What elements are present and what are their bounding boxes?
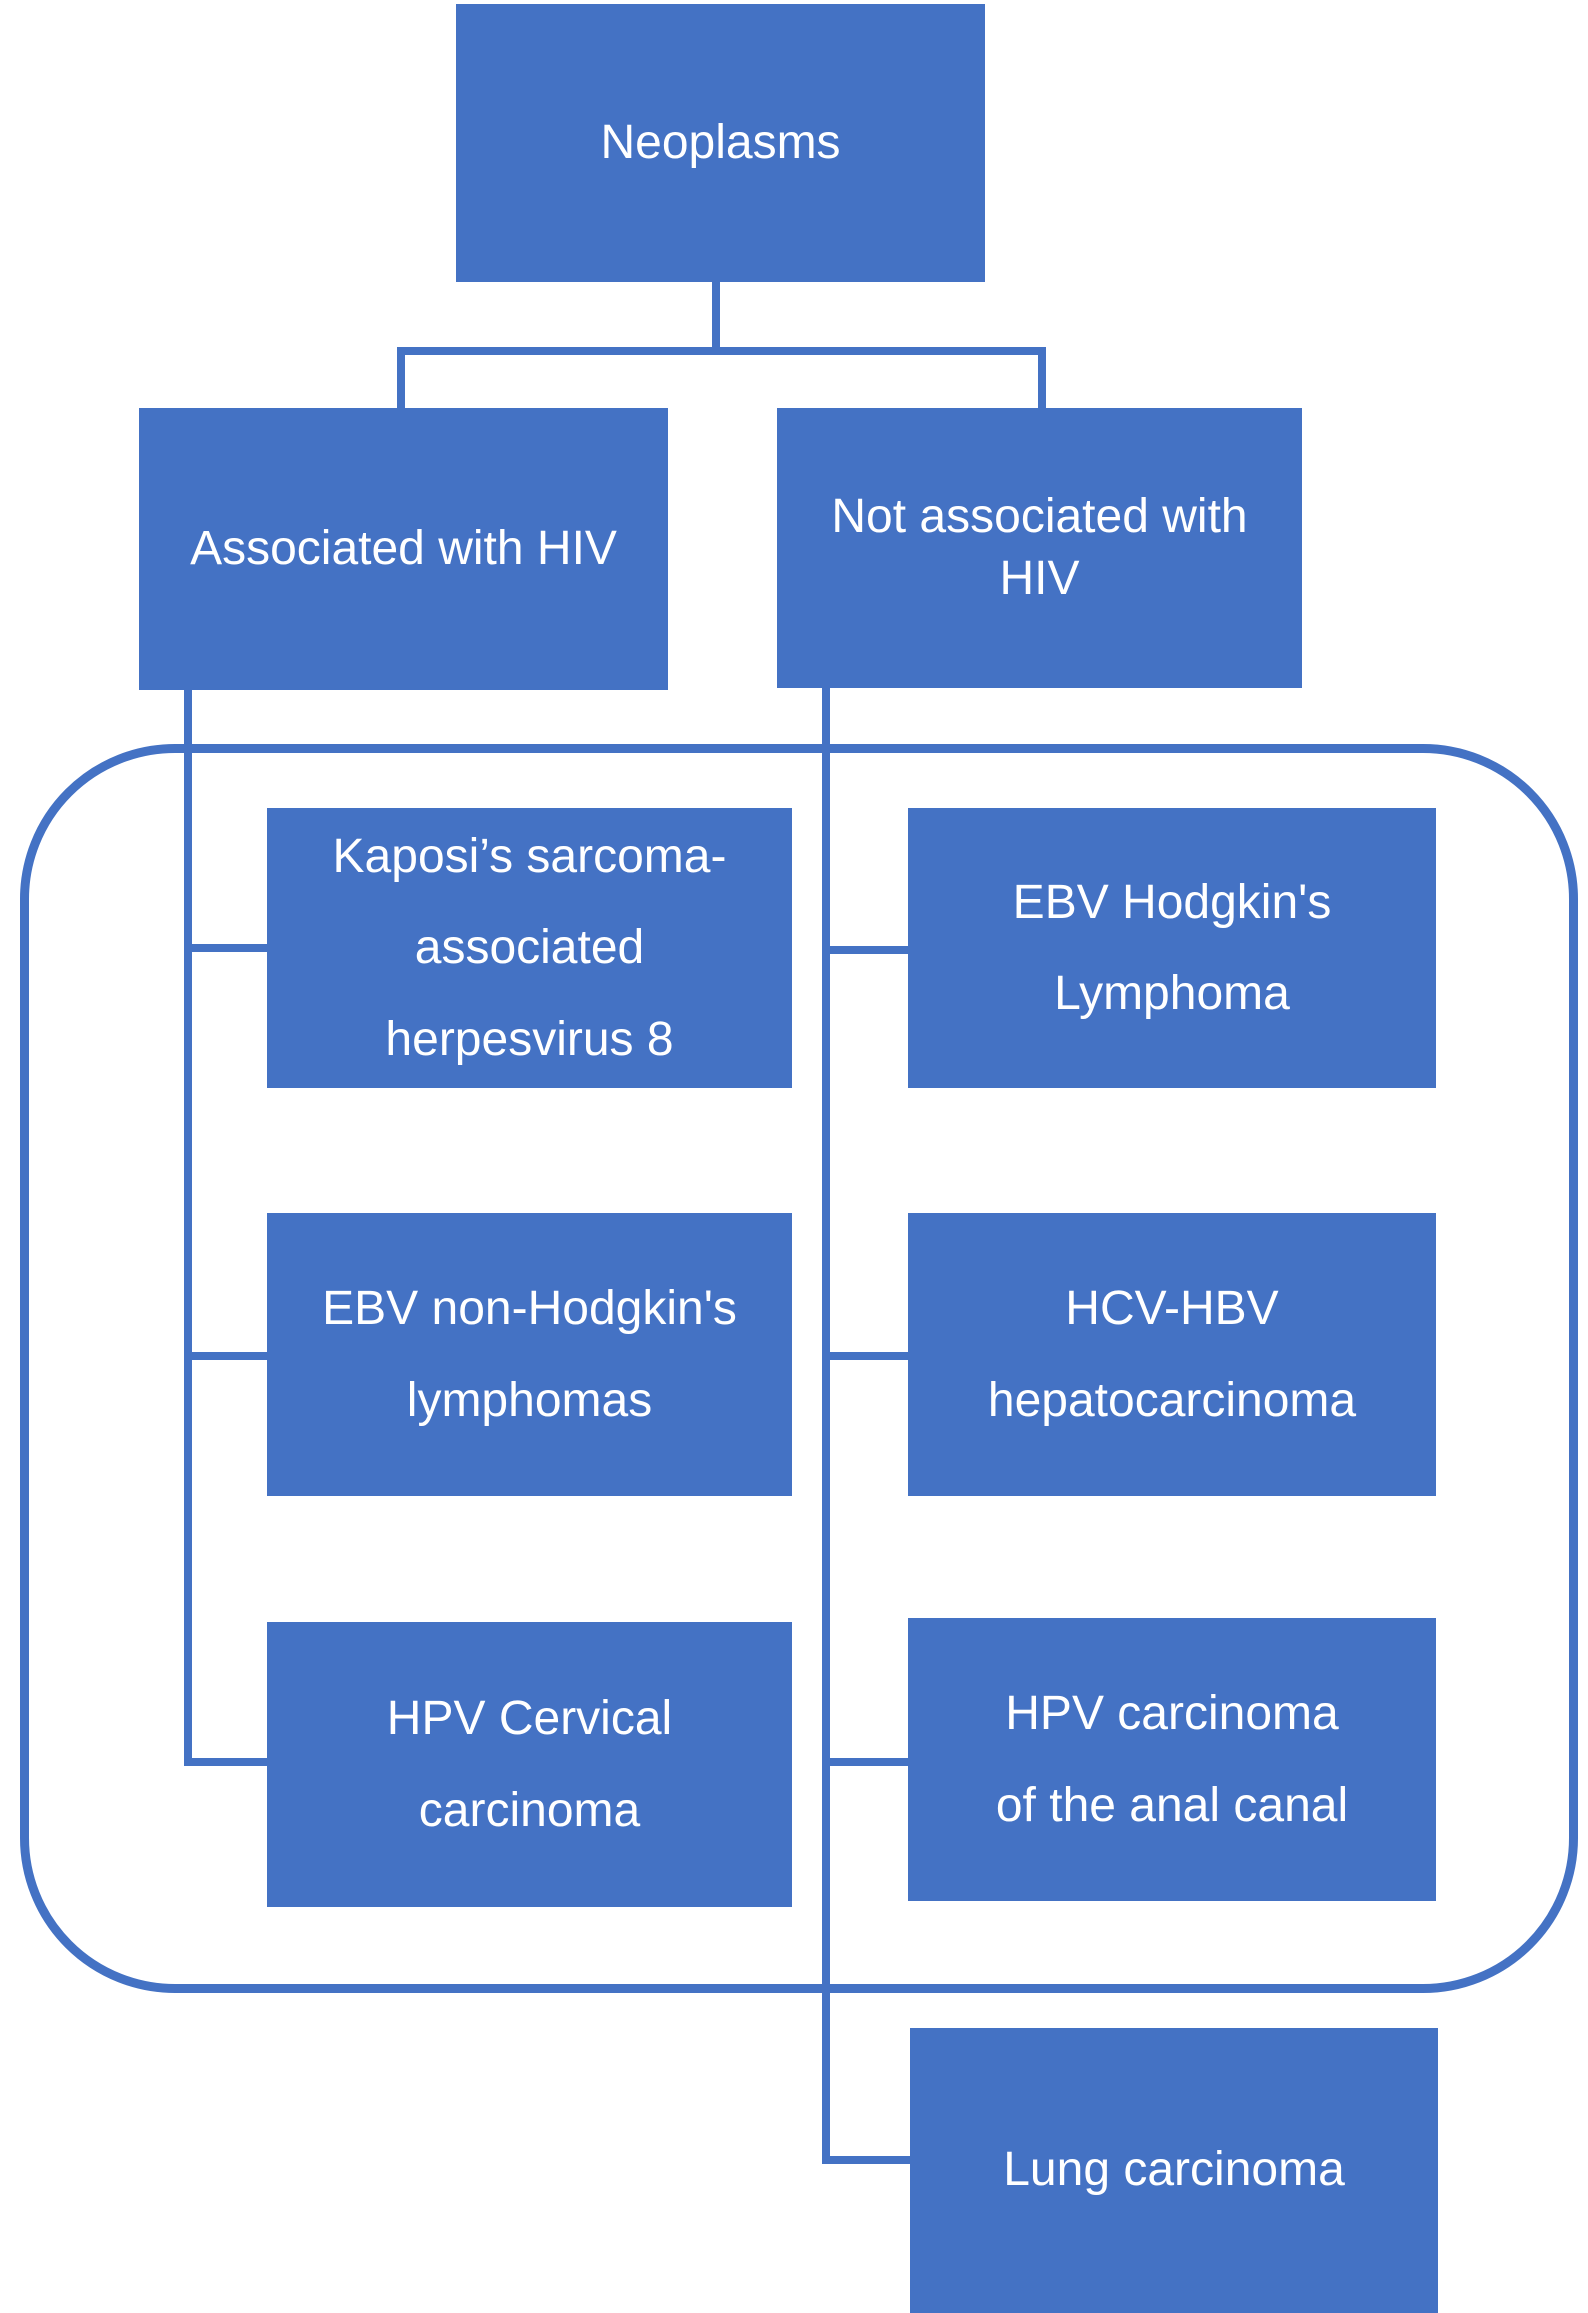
node-lung-carcinoma: Lung carcinoma	[910, 2028, 1438, 2313]
node-kaposi-sarcoma-herpesvirus: Kaposi’s sarcoma- associated herpesvirus…	[267, 808, 792, 1088]
connector-right-stub-ebv-hodgkin	[822, 946, 908, 954]
node-hcv-hbv-hepatocarcinoma: HCV-HBV hepatocarcinoma	[908, 1213, 1436, 1496]
node-not-associated-with-hiv-label: Not associated with HIV	[831, 489, 1248, 605]
connector-right-branch-drop	[1038, 347, 1046, 410]
node-ebv-non-hodgkins-lymphomas-label: EBV non-Hodgkin's lymphomas	[322, 1282, 737, 1427]
node-neoplasms-label: Neoplasms	[600, 115, 841, 169]
connector-right-stub-lung	[822, 2156, 910, 2164]
connector-left-stub-ebv-non-hodgkin	[184, 1352, 267, 1360]
node-associated-with-hiv-label: Associated with HIV	[190, 521, 617, 575]
node-lung-carcinoma-label: Lung carcinoma	[1003, 2143, 1345, 2197]
node-hcv-hbv-hepatocarcinoma-label: HCV-HBV hepatocarcinoma	[987, 1282, 1357, 1427]
connector-branch-horizontal	[397, 347, 1046, 355]
node-ebv-hodgkins-lymphoma: EBV Hodgkin's Lymphoma	[908, 808, 1436, 1088]
connector-left-trunk	[184, 688, 192, 1766]
node-not-associated-with-hiv: Not associated with HIV	[777, 408, 1302, 688]
connector-right-trunk	[822, 686, 830, 2164]
node-kaposi-sarcoma-herpesvirus-label: Kaposi’s sarcoma- associated herpesvirus…	[332, 830, 727, 1066]
connector-left-stub-kaposi	[184, 944, 267, 952]
connector-right-stub-hcv-hbv	[822, 1352, 908, 1360]
node-hpv-anal-canal-carcinoma-label: HPV carcinoma of the anal canal	[995, 1687, 1349, 1832]
node-hpv-anal-canal-carcinoma: HPV carcinoma of the anal canal	[908, 1618, 1436, 1901]
node-ebv-non-hodgkins-lymphomas: EBV non-Hodgkin's lymphomas	[267, 1213, 792, 1496]
connector-right-stub-hpv-anal	[822, 1758, 908, 1766]
node-associated-with-hiv: Associated with HIV	[139, 408, 668, 690]
connector-left-branch-drop	[397, 347, 405, 410]
node-hpv-cervical-carcinoma: HPV Cervical carcinoma	[267, 1622, 792, 1907]
connector-root-drop	[712, 282, 720, 351]
node-ebv-hodgkins-lymphoma-label: EBV Hodgkin's Lymphoma	[1012, 875, 1332, 1020]
connector-left-stub-hpv-cervical	[184, 1758, 267, 1766]
node-neoplasms: Neoplasms	[456, 4, 985, 282]
node-hpv-cervical-carcinoma-label: HPV Cervical carcinoma	[386, 1692, 673, 1837]
hiv-group-outline	[20, 744, 1578, 1993]
